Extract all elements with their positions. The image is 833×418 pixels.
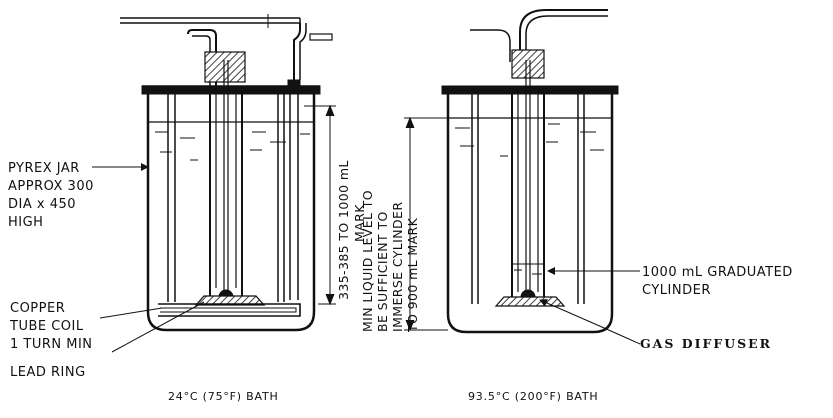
left-liquid xyxy=(155,131,310,161)
svg-text:TO 900 mL MARK: TO 900 mL MARK xyxy=(405,217,420,333)
svg-text:335-385 TO 1000 mL: 335-385 TO 1000 mL xyxy=(336,160,351,300)
leader-lines xyxy=(92,163,641,353)
right-graduated-cylinder xyxy=(511,60,545,300)
right-bath xyxy=(404,9,619,334)
svg-text:BE SUFFICIENT TO: BE SUFFICIENT TO xyxy=(375,211,390,332)
right-dimension-line xyxy=(404,116,448,332)
svg-text:TUBE COIL: TUBE COIL xyxy=(9,319,84,334)
svg-text:1 TURN MIN: 1 TURN MIN xyxy=(10,337,93,352)
left-pyrex-jar xyxy=(146,90,316,332)
min-liquid-level-label: MIN LIQUID LEVEL TO BE SUFFICIENT TO IMM… xyxy=(360,190,420,333)
copper-coil-leader xyxy=(99,307,163,319)
right-bath-caption: 93.5°C (200°F) BATH xyxy=(468,390,598,403)
svg-text:1000 mL GRADUATED: 1000 mL GRADUATED xyxy=(642,265,793,280)
graduated-cylinder-label: 1000 mL GRADUATED CYLINDER xyxy=(642,265,793,298)
left-bath-caption: 24°C (75°F) BATH xyxy=(168,390,279,403)
svg-text:PYREX JAR: PYREX JAR xyxy=(8,161,80,176)
svg-text:APPROX 300: APPROX 300 xyxy=(8,179,94,194)
left-lead-ring xyxy=(194,295,266,306)
copper-coil-label: COPPER TUBE COIL 1 TURN MIN xyxy=(9,301,93,352)
left-bath xyxy=(120,14,336,332)
right-lead-ring xyxy=(494,296,566,307)
svg-text:MARK: MARK xyxy=(352,204,367,242)
left-copper-coil xyxy=(158,303,301,317)
gas-diffuser-label: GAS DIFFUSER xyxy=(640,336,772,351)
left-graduated-cylinder xyxy=(209,60,243,298)
svg-text:CYLINDER: CYLINDER xyxy=(642,283,711,298)
fill-range-label: 335-385 TO 1000 mL MARK xyxy=(336,160,367,300)
pyrex-jar-label: PYREX JAR APPROX 300 DIA x 450 HIGH xyxy=(8,161,94,230)
left-stopper xyxy=(204,51,246,83)
svg-text:IMMERSE CYLINDER: IMMERSE CYLINDER xyxy=(390,202,405,332)
lead-ring-leader xyxy=(111,301,205,353)
lead-ring-label: LEAD RING xyxy=(10,365,86,380)
svg-text:COPPER: COPPER xyxy=(10,301,65,316)
gas-diffuser-leader xyxy=(539,299,641,345)
right-stopper xyxy=(511,49,545,79)
left-supply-pipe xyxy=(120,14,301,28)
svg-text:DIA x 450: DIA x 450 xyxy=(8,197,76,212)
svg-text:MIN LIQUID LEVEL TO: MIN LIQUID LEVEL TO xyxy=(360,190,375,332)
left-dimension-line xyxy=(304,104,336,306)
right-pyrex-jar xyxy=(446,92,614,334)
svg-text:HIGH: HIGH xyxy=(8,215,43,230)
